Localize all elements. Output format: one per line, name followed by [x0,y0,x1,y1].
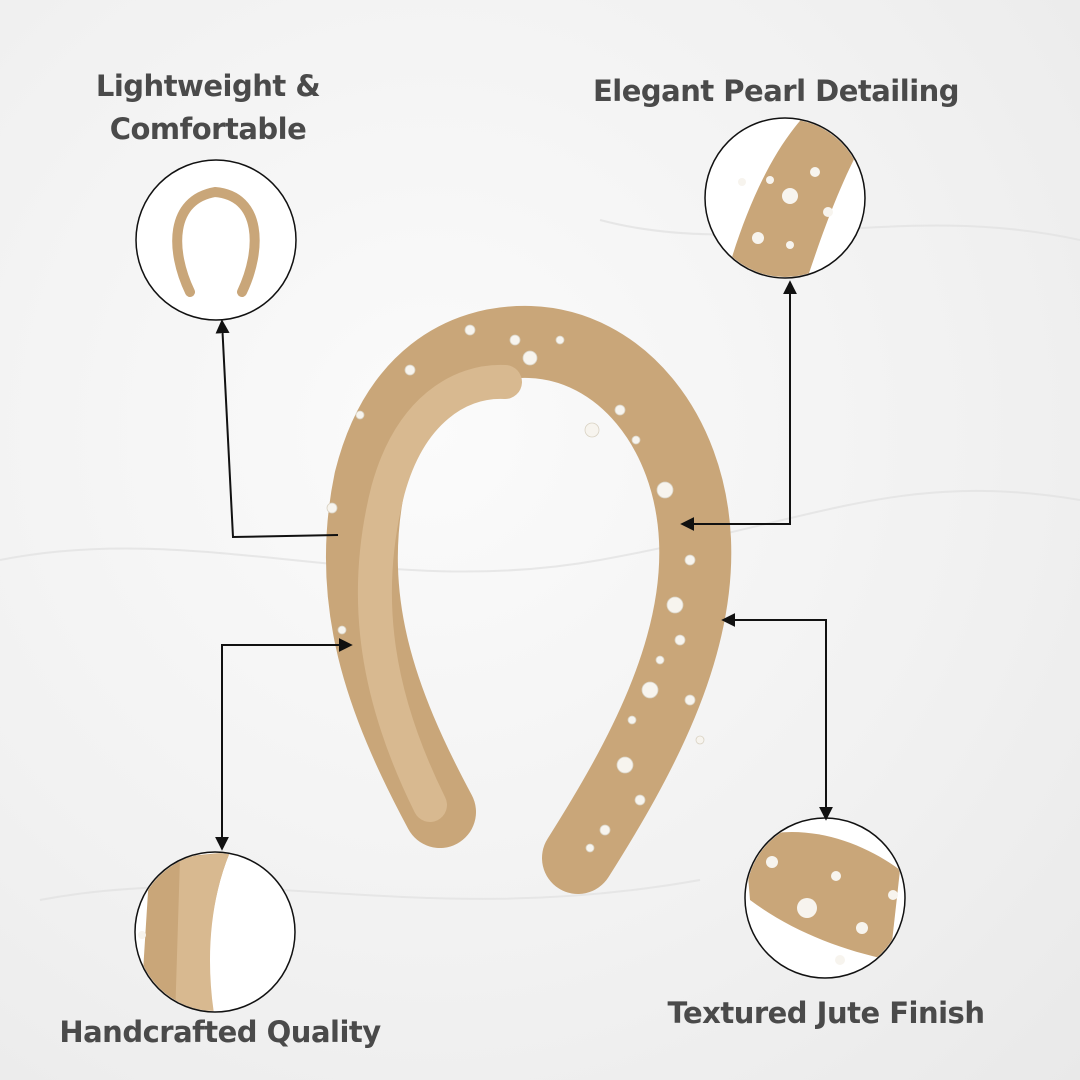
pearl [634,794,646,806]
pearl [509,334,521,346]
pearl [404,364,416,376]
pearl [355,410,365,420]
arrow-pearl [680,280,797,531]
pearl [655,655,665,665]
pearl [585,843,595,853]
label-line-1: Lightweight & [95,69,321,103]
pearl [555,335,565,345]
pearl [464,324,476,336]
feature-label-jute: Textured Jute Finish [667,996,985,1030]
pearl [695,735,705,745]
pearl [684,554,696,566]
pearl [631,435,641,445]
pearl [326,502,338,514]
feature-label-pearl: Elegant Pearl Detailing [592,74,960,108]
pearl [674,634,686,646]
pearl [584,422,600,438]
pearl [522,350,538,366]
pearl [666,596,684,614]
pearl [656,481,674,499]
headband-image [325,305,732,894]
pearl [684,694,696,706]
pearl-detail-circle [704,117,866,279]
jute-finish-circle [744,817,906,979]
feature-label-handcrafted: Handcrafted Quality [59,1015,381,1049]
lightweight-circle [135,159,297,321]
pearl [599,824,611,836]
label-line-2: Comfortable [109,112,307,146]
arrow-lightweight [215,319,339,539]
pearl [614,404,626,416]
arrow-jute [721,613,833,821]
pearl [627,715,637,725]
pearl [616,756,634,774]
handcrafted-circle [134,851,296,1013]
feature-label-lightweight: Lightweight & Comfortable [95,65,321,151]
pearl [641,681,659,699]
pearl [337,625,347,635]
arrow-handcrafted [215,638,353,851]
